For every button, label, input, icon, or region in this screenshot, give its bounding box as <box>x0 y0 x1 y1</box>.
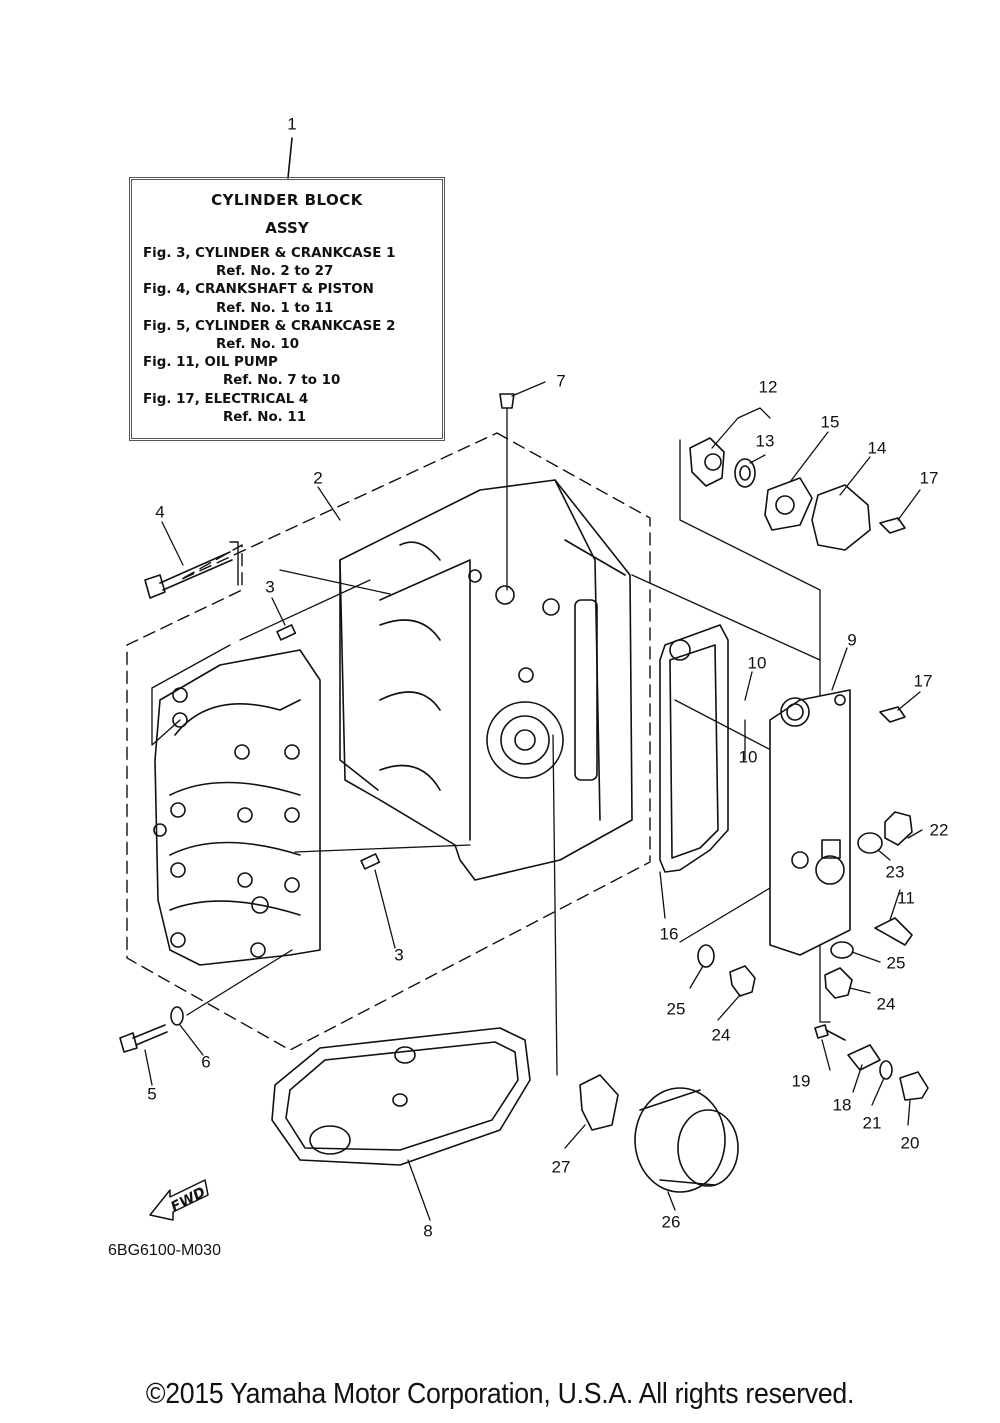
callout-26[interactable]: 26 <box>661 1212 681 1232</box>
small-parts <box>119 393 929 1193</box>
oil-pump-cover <box>769 689 851 956</box>
callout-17[interactable]: 17 <box>919 468 939 488</box>
callout-leaders <box>144 381 923 1221</box>
callout-4[interactable]: 4 <box>155 502 165 522</box>
callout-18[interactable]: 18 <box>832 1095 852 1115</box>
callout-10[interactable]: 10 <box>738 747 758 767</box>
assembly-legend: CYLINDER BLOCK ASSY Fig. 3, CYLINDER & C… <box>129 177 445 441</box>
legend-fig-line: Fig. 3, CYLINDER & CRANKCASE 1 <box>143 246 396 261</box>
leader-line <box>287 137 293 179</box>
copyright-notice: ©2015 Yamaha Motor Corporation, U.S.A. A… <box>145 1378 855 1410</box>
legend-ref-line: Ref. No. 10 <box>216 337 300 353</box>
gasket-16 <box>659 624 729 873</box>
callout-9[interactable]: 9 <box>847 630 857 650</box>
diagram-code: 6BG6100-M030 <box>108 1242 221 1259</box>
callout-3[interactable]: 3 <box>265 577 275 597</box>
callout-10[interactable]: 10 <box>747 653 767 673</box>
legend-subtitle: ASSY <box>265 219 309 237</box>
callout-8[interactable]: 8 <box>423 1221 433 1241</box>
legend-ref-line: Ref. No. 2 to 27 <box>216 264 334 280</box>
leader-lines <box>151 407 846 1076</box>
callout-6[interactable]: 6 <box>201 1052 211 1072</box>
crankcase <box>153 649 321 966</box>
cylinder-block <box>339 479 633 881</box>
callout-25[interactable]: 25 <box>886 953 906 973</box>
legend-fig-line: Fig. 17, ELECTRICAL 4 <box>143 391 309 407</box>
callout-12[interactable]: 12 <box>758 377 778 397</box>
callout-19[interactable]: 19 <box>791 1071 811 1091</box>
legend-ref-line: Ref. No. 11 <box>223 409 307 425</box>
callout-14[interactable]: 14 <box>867 438 887 458</box>
callout-13[interactable]: 13 <box>755 431 775 451</box>
callout-1[interactable]: 1 <box>287 114 297 134</box>
callout-2[interactable]: 2 <box>313 468 323 488</box>
callout-5[interactable]: 5 <box>147 1084 157 1104</box>
callout-24[interactable]: 24 <box>711 1025 731 1045</box>
legend-fig-line: Fig. 11, OIL PUMP <box>143 355 278 371</box>
callout-27[interactable]: 27 <box>551 1157 571 1177</box>
callout-21[interactable]: 21 <box>862 1113 882 1133</box>
legend-ref-line: Ref. No. 7 to 10 <box>223 373 341 389</box>
legend-title: CYLINDER BLOCK <box>211 191 363 209</box>
callout-23[interactable]: 23 <box>885 862 905 882</box>
forward-arrow-icon <box>149 1179 209 1221</box>
gasket-8 <box>271 1027 531 1166</box>
legend-ref-line: Ref. No. 1 to 11 <box>216 300 334 316</box>
callout-16[interactable]: 16 <box>659 924 679 944</box>
callout-15[interactable]: 15 <box>820 412 840 432</box>
callout-20[interactable]: 20 <box>900 1133 920 1153</box>
callout-25[interactable]: 25 <box>666 999 686 1019</box>
legend-fig-line: Fig. 4, CRANKSHAFT & PISTON <box>143 282 374 298</box>
callout-17[interactable]: 17 <box>913 671 933 691</box>
legend-fig-line: Fig. 5, CYLINDER & CRANKCASE 2 <box>143 318 396 334</box>
callout-11[interactable]: 11 <box>897 888 915 908</box>
bracket <box>229 541 239 586</box>
callout-24[interactable]: 24 <box>876 994 896 1014</box>
callout-22[interactable]: 22 <box>929 820 949 840</box>
callout-7[interactable]: 7 <box>556 371 566 391</box>
callout-3[interactable]: 3 <box>394 945 404 965</box>
